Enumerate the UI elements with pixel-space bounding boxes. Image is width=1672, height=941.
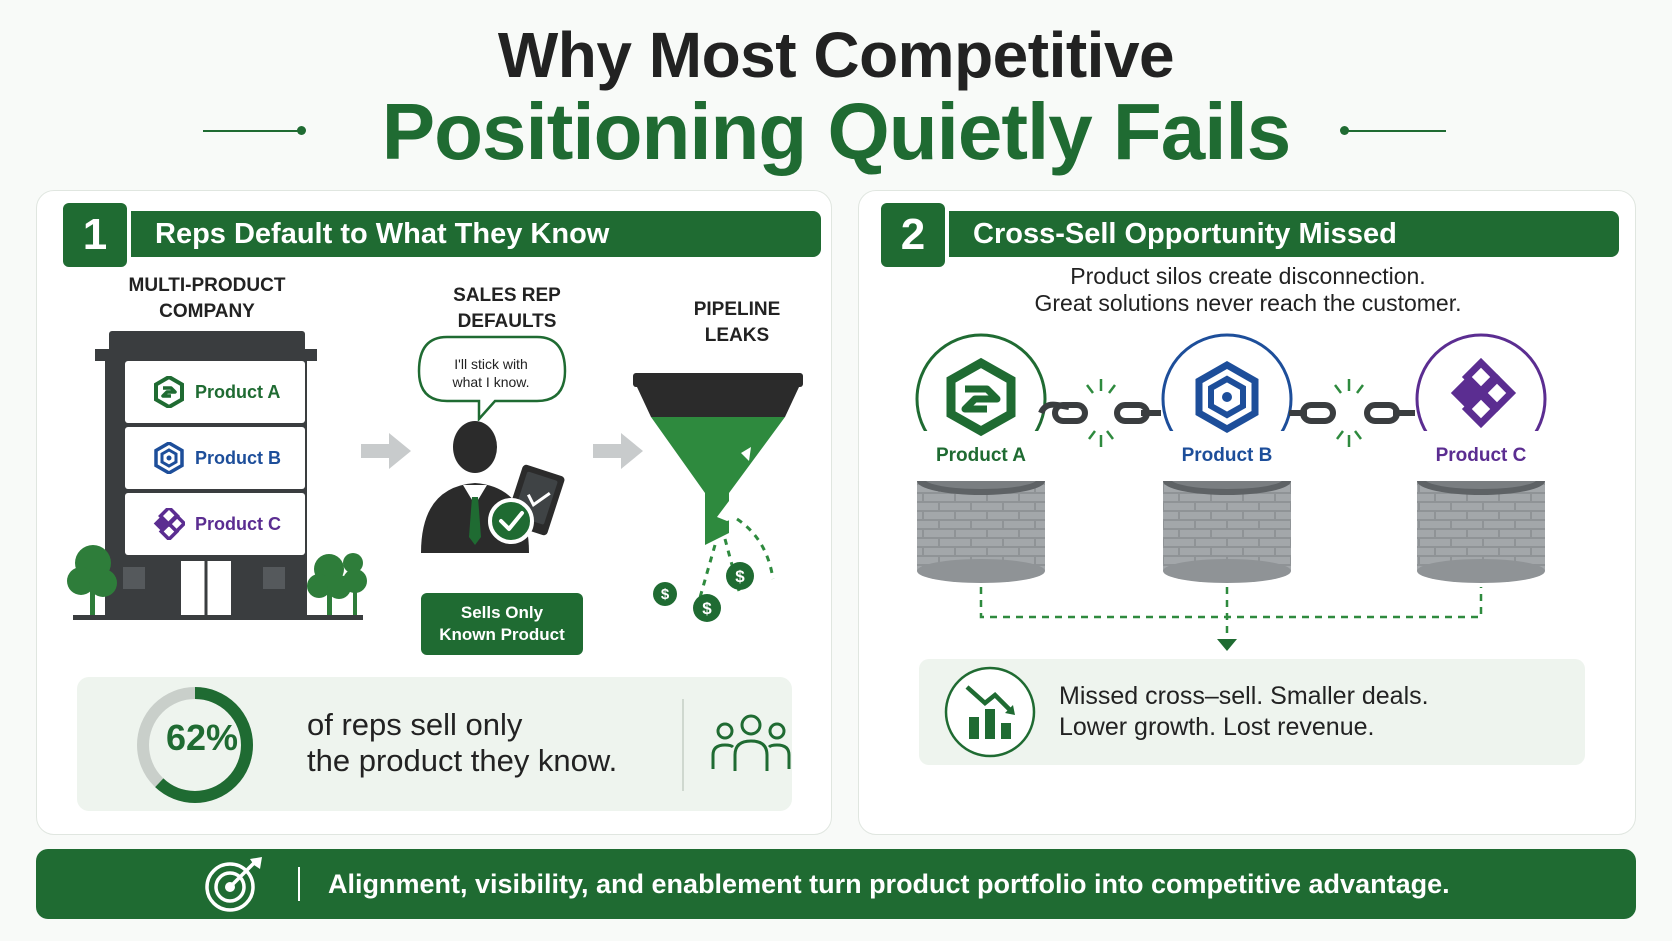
product-silos-diagram [909,333,1559,651]
broken-chain-icon-1 [1038,401,1161,424]
panel-reps-default: 1 Reps Default to What They Know MULTI-P… [36,190,832,835]
silo-a [917,467,1045,583]
silo-label-a: Product A [935,445,1027,466]
tree-right-icon [307,553,367,616]
product-card-a: Product A [125,361,305,423]
tree-left-icon [67,545,117,616]
section2-subtitle: Product silos create disconnection.Great… [1034,263,1462,316]
arrow-right-icon-2 [593,433,643,469]
title-deco-dot-left [297,126,306,135]
break-spark-1 [1086,379,1116,447]
title-deco-dot-right [1340,126,1349,135]
dollar-coin-icon-1: $ [653,582,677,606]
panel-cross-sell: 2 Cross-Sell Opportunity Missed Product … [858,190,1636,835]
title-deco-line-left [203,130,299,132]
product-a-large-icon [946,357,1016,437]
stat-separator [682,699,684,791]
broken-chain-icon-2 [1289,402,1415,424]
product-c-icon [153,508,185,540]
arrow-right-icon-1 [361,433,411,469]
product-card-c: Product C [125,493,305,555]
svg-text:$: $ [702,599,712,618]
title-line-2: Positioning Quietly Fails [381,87,1291,176]
missed-cross-sell-text: Missed cross–sell. Smaller deals.Lower g… [1059,682,1429,741]
silo-b [1163,467,1291,583]
leaking-funnel-icon [633,373,803,602]
team-icon [711,714,791,771]
dollar-coin-icon-2: $ [693,594,721,622]
dollar-coin-icon-3: $ [726,562,754,590]
declining-chart-icon [944,666,1036,758]
product-card-b: Product B [125,427,305,489]
product-a-icon [154,376,184,408]
footer-bar: Alignment, visibility, and enablement tu… [36,849,1636,919]
section-heading-2: Cross-Sell Opportunity Missed [949,211,1619,257]
target-icon [205,857,262,912]
silo-c [1417,467,1545,583]
section-heading-1: Reps Default to What They Know [131,211,821,257]
silo-label-c: Product C [1435,445,1527,466]
svg-text:$: $ [735,567,745,586]
speech-bubble [417,335,567,421]
sales-rep-icon [421,421,565,553]
product-b-large-icon [1195,360,1259,434]
section-number-2: 2 [881,203,945,267]
footer-separator [298,867,300,901]
footer-text: Alignment, visibility, and enablement tu… [328,869,1450,899]
stat-ring [137,687,253,803]
missed-cross-sell-box: Missed cross–sell. Smaller deals.Lower g… [919,659,1585,765]
stat-percent: 62% [165,717,239,758]
product-c-large-icon [1450,357,1517,429]
break-spark-2 [1334,379,1364,447]
silo-label-b: Product B [1181,445,1273,466]
product-b-icon [154,442,184,474]
title-line-1: Why Most Competitive [497,19,1175,91]
section-number-1: 1 [63,203,127,267]
connector-arrowhead [1217,639,1237,651]
dashed-connectors [979,587,1483,639]
svg-text:$: $ [661,586,670,603]
title-deco-line-right [1346,130,1446,132]
